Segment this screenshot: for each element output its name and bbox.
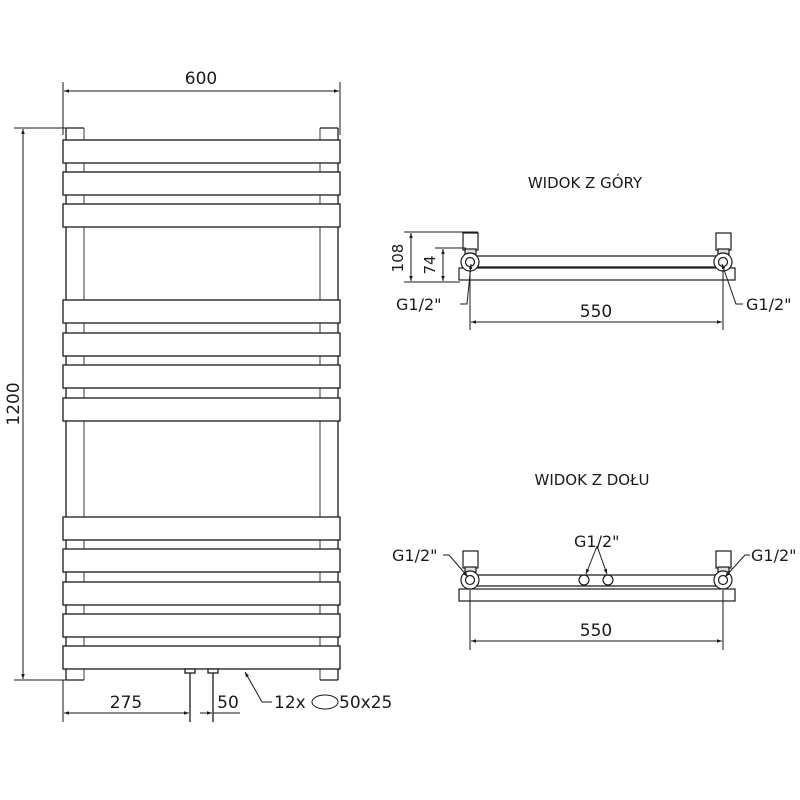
width-dimension xyxy=(62,82,341,135)
oval-section-icon xyxy=(311,694,339,710)
depth-axis-label: 74 xyxy=(421,255,439,274)
top-view xyxy=(458,232,736,281)
width-label: 600 xyxy=(185,69,217,89)
bottom-connector-left-label: G1/2" xyxy=(392,546,438,565)
flat-bar xyxy=(62,171,341,196)
top-view-title: WIDOK Z GÓRY xyxy=(528,173,643,192)
valve-left xyxy=(462,550,479,569)
tube-size-label: 50x25 xyxy=(339,693,392,713)
bottom-axis-spacing-label: 550 xyxy=(580,621,612,641)
flat-bar xyxy=(62,613,341,638)
spacing-label: 50 xyxy=(217,693,239,713)
flat-bar xyxy=(62,203,341,228)
flat-bar xyxy=(62,516,341,541)
bottom-view-leaders xyxy=(443,545,750,578)
flat-bar xyxy=(62,397,341,422)
depth-total-label: 108 xyxy=(389,244,407,273)
flat-bar xyxy=(62,581,341,606)
offset-label: 275 xyxy=(110,693,142,713)
connector-center-a xyxy=(578,574,590,586)
connector-center-b xyxy=(602,574,614,586)
flat-bar xyxy=(62,548,341,573)
bottom-view-axis-dimension xyxy=(469,590,724,650)
tube-count-label: 12x xyxy=(274,693,306,713)
bottom-view xyxy=(458,550,736,602)
top-view-wall-panel xyxy=(458,267,736,281)
top-view-depth-dimensions xyxy=(404,231,478,283)
top-connector-right-label: G1/2" xyxy=(746,295,792,314)
top-view-axis-dimension xyxy=(469,270,724,330)
offset-dimension xyxy=(62,680,240,722)
bottom-connector-right-label: G1/2" xyxy=(751,546,797,565)
bottom-connectors xyxy=(184,668,219,722)
flat-bar xyxy=(62,139,341,164)
bottom-view-title: WIDOK Z DOŁU xyxy=(534,471,649,489)
top-axis-spacing-label: 550 xyxy=(580,302,612,322)
tube-callout xyxy=(244,671,339,710)
top-connector-left-label: G1/2" xyxy=(396,295,442,314)
horizontal-bars xyxy=(62,139,341,670)
bottom-view-wall-panel xyxy=(458,588,736,602)
front-view xyxy=(62,127,341,722)
height-label: 1200 xyxy=(4,382,24,425)
valve-left xyxy=(462,232,479,251)
flat-bar xyxy=(62,299,341,324)
flat-bar xyxy=(62,364,341,389)
bottom-connector-center-label: G1/2" xyxy=(574,532,620,551)
flat-bar xyxy=(62,645,341,670)
flat-bar xyxy=(62,332,341,357)
valve-right xyxy=(715,232,732,251)
valve-right xyxy=(715,550,732,569)
height-dimension xyxy=(14,127,66,681)
